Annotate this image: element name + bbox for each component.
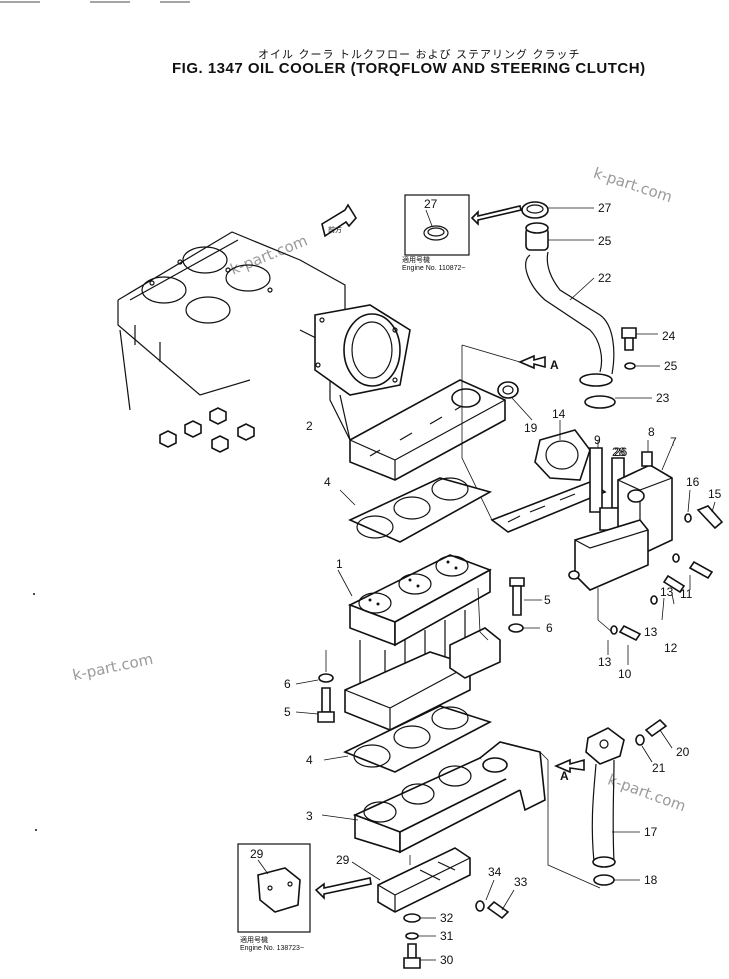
bolt-5-upper [508, 577, 542, 633]
svg-text:A: A [550, 358, 559, 372]
inset-top-jp-label: 適用号機 [402, 255, 430, 264]
bolt-10 [597, 588, 642, 665]
front-direction-tag: 前方 [321, 203, 357, 238]
gasket-19 [497, 381, 533, 421]
engine-block [117, 231, 351, 453]
bolt-33 [475, 879, 515, 920]
oil-pipe-upper [525, 222, 652, 409]
callout-10: 10 [618, 667, 632, 681]
callout-5-upper: 5 [544, 593, 551, 607]
callout-16: 16 [686, 475, 700, 489]
inset-bottom-jp-label: 適用号機 [240, 935, 268, 944]
japanese-title: オイル クーラ トルクフロー および ステアリング クラッチ [258, 48, 581, 61]
callout-9: 9 [594, 433, 601, 447]
callout-6-upper: 6 [546, 621, 553, 635]
gasket-4-upper [339, 477, 493, 543]
inset-box-bottom: 29 適用号機 Engine No. 138723~ [237, 843, 372, 952]
bolt-12 [650, 574, 686, 621]
callout-22: 22 [598, 271, 612, 285]
cooler-base-3 [321, 741, 601, 889]
bolt-24 [621, 327, 660, 370]
callout-13-a: 13 [598, 655, 612, 669]
svg-text:前方: 前方 [328, 225, 342, 234]
callout-14: 14 [552, 407, 566, 421]
svg-text:A: A [560, 769, 569, 783]
callout-4-upper: 4 [324, 475, 331, 489]
callout-3: 3 [306, 809, 313, 823]
callout-2: 2 [306, 419, 313, 433]
inset-bottom-part: 29 [250, 847, 264, 861]
callout-24: 24 [662, 329, 676, 343]
callout-13-c: 13 [660, 585, 674, 599]
callout-21: 21 [652, 761, 666, 775]
cooler-housing-2 [314, 304, 506, 481]
callout-4-lower: 4 [306, 753, 313, 767]
callout-labels: 1 2 3 4 4 5 5 6 6 7 8 9 10 11 12 13 13 1… [284, 201, 722, 967]
callout-30: 30 [440, 953, 454, 967]
callout-19: 19 [524, 421, 538, 435]
callout-25-a: 25 [664, 359, 678, 373]
long-gasket [461, 345, 607, 533]
outlet-housing-7 [568, 440, 673, 591]
callout-25-b: 25 [598, 234, 612, 248]
inset-top-engine-label: Engine No. 110872~ [402, 265, 466, 272]
oil-cooler-core [337, 554, 501, 731]
callout-15: 15 [708, 487, 722, 501]
callout-28: 28 [612, 445, 626, 459]
bolt-15 [684, 489, 724, 530]
core-tube-dots [368, 560, 458, 606]
inset-box-top: 27 適用号機 Engine No. 110872~ [402, 194, 522, 272]
bolt-20 [635, 718, 673, 763]
bracket-29 [351, 847, 471, 913]
callout-29: 29 [336, 853, 350, 867]
bolt-30 [403, 913, 436, 969]
callout-8: 8 [648, 425, 655, 439]
callout-12: 12 [664, 641, 678, 655]
scan-marks [0, 1, 190, 831]
callout-18: 18 [644, 873, 658, 887]
callout-17: 17 [644, 825, 658, 839]
callout-31: 31 [440, 929, 454, 943]
callout-27: 27 [598, 201, 612, 215]
hose-clamp [521, 201, 594, 219]
callout-33: 33 [514, 875, 528, 889]
oil-pipe-lower: A [553, 727, 640, 886]
plug-set [159, 407, 255, 453]
callout-1: 1 [336, 557, 343, 571]
inset-top-part: 27 [424, 197, 438, 211]
gasket-4-lower [323, 705, 493, 773]
inset-bottom-engine-label: Engine No. 138723~ [240, 945, 304, 952]
figure-title: FIG. 1347 OIL COOLER (TORQFLOW AND STEER… [172, 60, 646, 77]
callout-6-lower: 6 [284, 677, 291, 691]
callout-11: 11 [680, 587, 693, 601]
callout-26: 26 [614, 445, 628, 459]
callout-5-lower: 5 [284, 705, 291, 719]
gasket-14 [534, 420, 591, 481]
bolt-11 [672, 553, 714, 590]
bolt-5-lower [295, 650, 335, 723]
callout-34: 34 [488, 865, 502, 879]
callout-20: 20 [676, 745, 690, 759]
callout-32: 32 [440, 911, 454, 925]
callout-23: 23 [656, 391, 670, 405]
callout-13-b: 13 [644, 625, 658, 639]
arrow-a-top: A [461, 344, 559, 372]
callout-7: 7 [670, 435, 677, 449]
